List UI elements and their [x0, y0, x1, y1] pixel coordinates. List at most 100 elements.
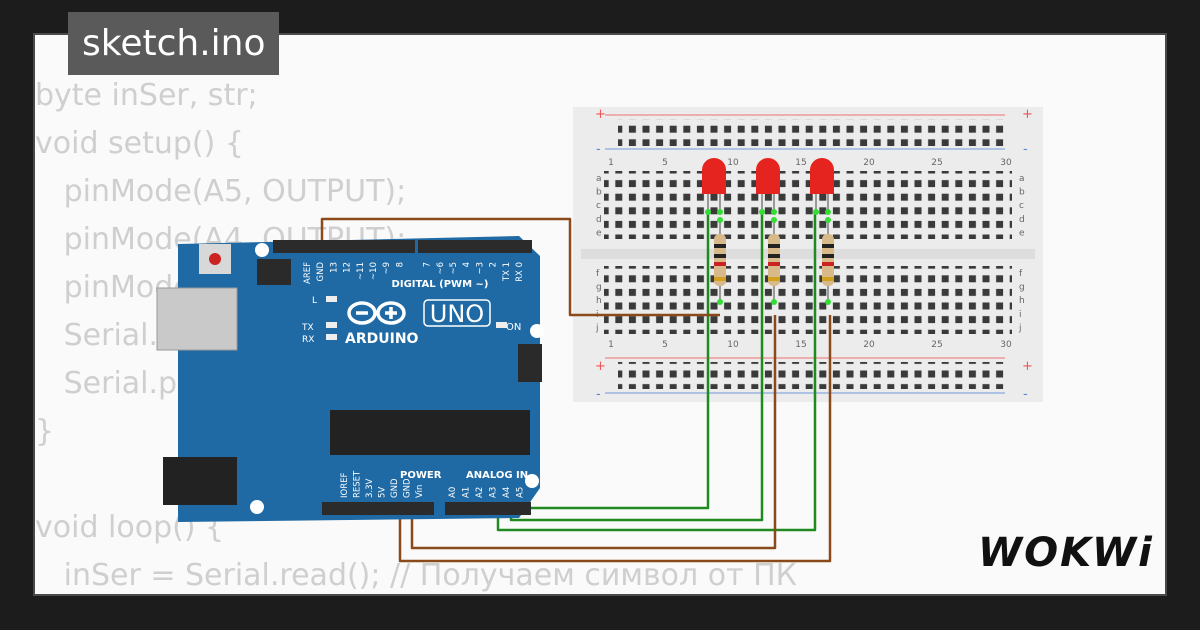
header-pin-label: ~9: [382, 262, 392, 275]
code-line: }: [35, 414, 55, 449]
row-label: f: [1019, 269, 1023, 279]
arduino-uno[interactable]: UNO ARDUINO DIGITAL (PWM ~) POWER ANALOG…: [156, 236, 544, 522]
resistor-1[interactable]: [714, 217, 726, 305]
board-brand: ARDUINO: [345, 331, 419, 347]
column-number: 25: [931, 158, 942, 168]
column-number: 15: [795, 340, 806, 350]
led-3[interactable]: [810, 158, 834, 215]
breadboard: + + - - + + - - 115510101515202025253030…: [573, 107, 1043, 402]
row-label: g: [596, 283, 602, 293]
analog-pin-label: A4: [502, 487, 512, 498]
analog-pin-label: A0: [448, 487, 458, 498]
row-label: h: [596, 296, 602, 306]
row-label: a: [596, 174, 602, 184]
wokwi-logo-text: WOKWi: [978, 530, 1154, 574]
row-label: h: [1019, 296, 1025, 306]
header-pin-label: ~3: [475, 262, 485, 275]
header-pin-label: 2: [489, 262, 499, 267]
header-pin-label: 8: [395, 262, 405, 267]
wire-gnd-bus[interactable]: [320, 217, 720, 317]
column-number: 5: [662, 158, 668, 168]
header-pin-label: 13: [329, 262, 339, 273]
terminal-strip-top[interactable]: [604, 171, 1012, 239]
resistor-3[interactable]: [822, 217, 834, 305]
power-pin-label: GND: [390, 478, 400, 498]
column-number: 15: [795, 158, 806, 168]
wokwi-logo: WOKWi: [978, 530, 1154, 574]
power-header[interactable]: [322, 502, 434, 515]
code-line: byte inSer, str;: [35, 78, 258, 113]
header-pin-label: TX 1: [502, 262, 512, 282]
digital-header[interactable]: [418, 240, 532, 253]
tx-led-label: TX: [301, 323, 314, 333]
usb-port: [156, 287, 238, 351]
power-pin-label: IOREF: [340, 473, 350, 498]
header-pin-label: ~5: [449, 262, 459, 275]
power-rail-top[interactable]: [618, 119, 1008, 146]
header-pin-label: GND: [316, 262, 326, 282]
power-rail-bottom[interactable]: [618, 362, 1008, 389]
code-line: inSer = Serial.read(); // Получаем симво…: [35, 558, 797, 593]
column-number: 1: [608, 340, 614, 350]
power-pin-label: RESET: [353, 470, 363, 498]
row-label: d: [1019, 215, 1025, 225]
row-label: b: [1019, 188, 1025, 198]
terminal-strip-bottom[interactable]: [604, 266, 1012, 334]
analog-pin-label: A1: [462, 487, 472, 498]
file-tab[interactable]: sketch.ino: [68, 12, 280, 75]
header-pin-label: ~10: [369, 262, 379, 280]
row-label: c: [1019, 201, 1024, 211]
row-label: e: [596, 228, 602, 238]
row-label: e: [1019, 228, 1025, 238]
led-2[interactable]: [756, 158, 780, 215]
resistor-2[interactable]: [768, 217, 780, 305]
header-pin-label: ~6: [436, 262, 446, 275]
power-pin-label: Vin: [415, 485, 425, 498]
power-label: POWER: [400, 470, 442, 481]
row-label: b: [596, 188, 602, 198]
header-pin-label: 7: [423, 262, 433, 267]
wire-gnd-res3[interactable]: [398, 315, 832, 563]
row-label: i: [1019, 310, 1022, 320]
on-label: ON: [506, 322, 521, 333]
analog-pin-label: A2: [475, 487, 485, 498]
rail-minus-label: -: [1023, 387, 1028, 402]
digital-label: DIGITAL (PWM ~): [392, 279, 489, 290]
analog-header[interactable]: [445, 502, 531, 515]
row-label: d: [596, 215, 602, 225]
l-led-label: L: [312, 296, 317, 306]
rail-minus-label: -: [1023, 142, 1028, 157]
column-number: 10: [727, 158, 739, 168]
column-number: 30: [1000, 340, 1012, 350]
arduino-logo-icon: [347, 301, 406, 325]
column-number: 30: [1000, 158, 1012, 168]
header-pin-label: 12: [343, 262, 353, 273]
column-number: 25: [931, 340, 942, 350]
column-number: 10: [727, 340, 739, 350]
rail-plus-label: +: [595, 107, 606, 122]
wire-gnd-res2[interactable]: [410, 315, 777, 550]
row-label: j: [595, 323, 599, 333]
analog-label: ANALOG IN: [466, 470, 528, 481]
column-number: 5: [662, 340, 668, 350]
header-pin-label: RX 0: [515, 262, 525, 282]
header-pin-label: ~11: [356, 262, 366, 280]
led-1[interactable]: [702, 158, 726, 215]
rail-plus-label: +: [1022, 359, 1033, 374]
row-label: g: [1019, 283, 1025, 293]
rail-minus-label: -: [596, 142, 601, 157]
rail-minus-label: -: [596, 387, 601, 402]
analog-pin-label: A3: [489, 487, 499, 498]
wire-a5-led3[interactable]: [496, 212, 817, 532]
row-label: f: [596, 269, 600, 279]
power-jack: [163, 457, 237, 505]
code-line: pinMode(A5, OUTPUT);: [35, 174, 407, 209]
digital-header[interactable]: [273, 240, 415, 253]
column-number: 20: [863, 340, 875, 350]
power-pin-label: 5V: [378, 487, 388, 498]
row-label: c: [596, 201, 601, 211]
column-number: 1: [608, 158, 614, 168]
mcu-chip: [330, 410, 530, 455]
wire-a3-led1[interactable]: [524, 212, 710, 510]
